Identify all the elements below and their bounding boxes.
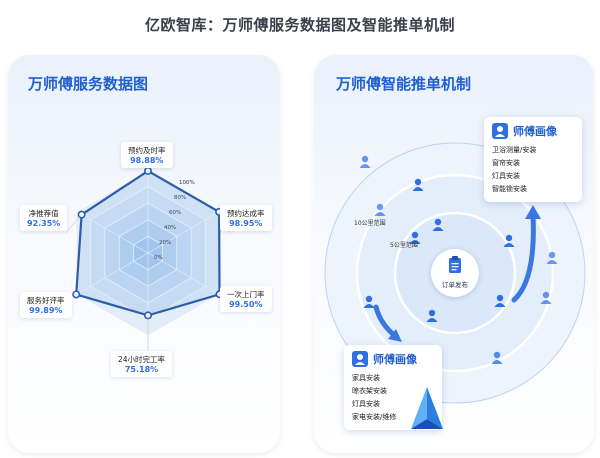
metric-card-24h-completion: 24小时完工率 75.18% xyxy=(111,351,173,377)
radar-spoke xyxy=(75,252,149,295)
radar-data-series xyxy=(75,169,221,317)
radar-tick-label: 0% xyxy=(154,255,163,261)
order-publish-center: 订单发布 xyxy=(431,249,479,297)
metric-label: 服务好评率 xyxy=(27,296,65,305)
metric-label: 预约达成率 xyxy=(227,209,265,218)
person-icon xyxy=(426,309,438,322)
metric-card-booking-success: 预约达成率 98.95% xyxy=(220,205,272,231)
profile-skill-item: 窗帘安装 xyxy=(492,159,520,167)
metric-value: 99.50% xyxy=(229,300,263,309)
person-icon xyxy=(409,231,421,244)
metric-label: 预约及时率 xyxy=(128,146,166,155)
arrow-icon xyxy=(511,212,536,303)
metric-card-first-visit: 一次上门率 99.50% xyxy=(220,286,272,312)
radar-chart: 0% 20% 40% 60% 80% 100% xyxy=(65,166,231,352)
profile-skill-item: 晾衣架安装 xyxy=(352,387,387,395)
metric-card-on-time-booking: 预约及时率 98.88% xyxy=(121,142,173,168)
ring-label-5km: 5公里范围 xyxy=(390,242,418,249)
radar-tick-label: 80% xyxy=(174,195,186,201)
logo-icon xyxy=(411,387,443,429)
profile-skill-item: 家电安装/维修 xyxy=(352,413,397,421)
order-publish-label: 订单发布 xyxy=(442,281,468,289)
person-icon xyxy=(359,155,371,168)
panel-title-dispatch: 万师傅智能推单机制 xyxy=(336,75,472,93)
metric-value: 98.88% xyxy=(130,156,164,165)
metric-value: 92.35% xyxy=(27,219,61,228)
profile-skill-item: 卫浴测量/安装 xyxy=(492,146,537,154)
service-data-panel: 万师傅服务数据图 0% 20% 40% 60% 80% 100% 预约及时率 98.88%… xyxy=(8,55,280,453)
arrow-head xyxy=(525,205,541,219)
profile-skill-item: 灯具安装 xyxy=(352,400,380,408)
radar-tick-label: 40% xyxy=(164,225,176,231)
person-icon xyxy=(363,295,375,308)
person-icon xyxy=(412,178,424,191)
clipboard-icon xyxy=(449,256,461,273)
radar-spoke xyxy=(147,211,221,254)
person-icon xyxy=(503,234,515,247)
person-icon xyxy=(491,351,503,364)
person-icon xyxy=(540,291,552,304)
panel-title-service-data: 万师傅服务数据图 xyxy=(28,75,149,93)
radar-tick-label: 20% xyxy=(159,240,171,246)
technician-profile-card-top: 师傅画像 卫浴测量/安装 窗帘安装 灯具安装 智能锁安装 xyxy=(484,117,582,202)
person-icon xyxy=(374,203,386,216)
metric-label: 一次上门率 xyxy=(227,290,265,299)
radar-tick-label: 100% xyxy=(179,180,195,186)
radar-callout-line xyxy=(65,214,82,234)
profile-title: 师傅画像 xyxy=(513,125,557,138)
profile-skill-item: 智能锁安装 xyxy=(492,185,527,193)
metric-card-positive-rating: 服务好评率 99.89% xyxy=(20,292,72,318)
person-icon xyxy=(432,218,444,231)
person-icon xyxy=(546,251,558,264)
radar-tick-label: 60% xyxy=(169,210,181,216)
metric-value: 99.89% xyxy=(29,306,63,315)
arrow-icon xyxy=(373,304,397,338)
ring-label-10km: 10公里范围 xyxy=(354,220,386,227)
profile-title: 师傅画像 xyxy=(373,353,417,366)
person-icon xyxy=(494,294,506,307)
main-title: 亿欧智库：万师傅服务数据图及智能推单机制 xyxy=(144,16,455,34)
metric-label: 24小时完工率 xyxy=(118,355,166,364)
radar-data-point xyxy=(77,210,86,219)
metric-card-nps: 净推荐值 92.35% xyxy=(20,205,68,231)
profile-skill-item: 家具安装 xyxy=(352,374,380,382)
person-icon xyxy=(352,351,368,367)
metric-label: 净推荐值 xyxy=(28,209,59,218)
profile-skill-item: 灯具安装 xyxy=(492,172,520,180)
arrow-head xyxy=(388,329,402,342)
dispatch-mechanism-panel: 万师傅智能推单机制 10公里范围 5公里范围 订单发布 师傅画像 卫浴测量/安装… xyxy=(314,55,594,453)
metric-value: 98.95% xyxy=(229,219,263,228)
person-icon xyxy=(492,123,508,139)
metric-value: 75.18% xyxy=(124,365,159,374)
radar-spoke xyxy=(75,211,149,254)
radar-spoke xyxy=(147,252,221,295)
